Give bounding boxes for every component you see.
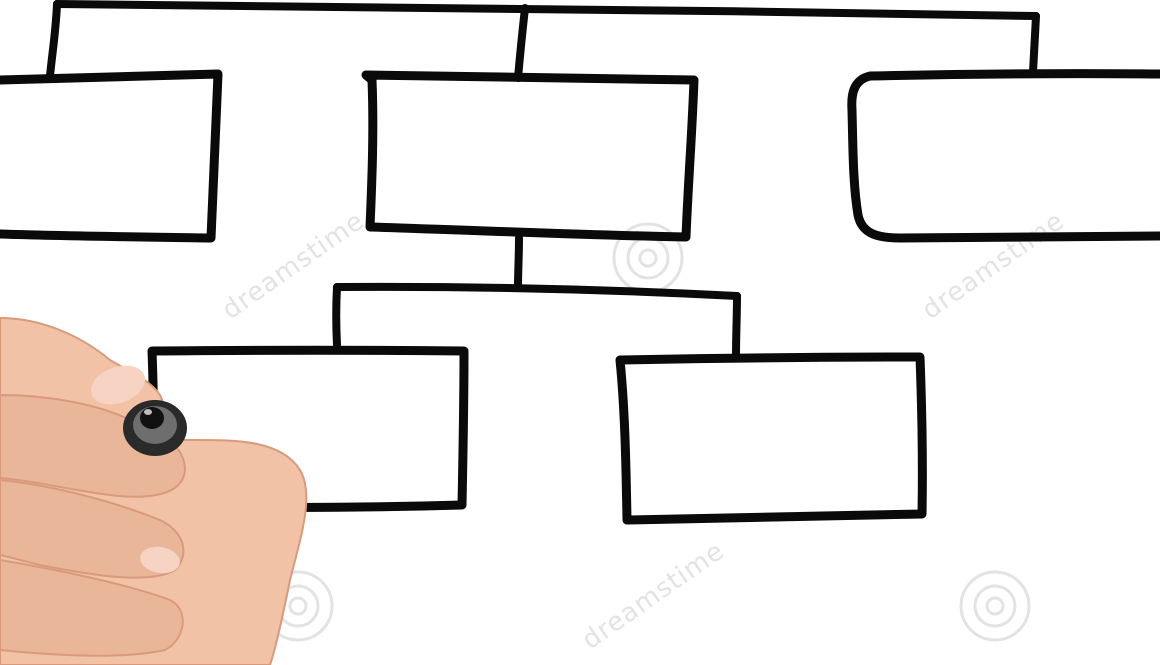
connectors <box>46 0 1040 360</box>
connector-top-bar <box>53 0 1040 20</box>
box-top-right <box>847 69 1160 243</box>
finger-nail <box>140 546 180 574</box>
hand-finger-ring <box>0 558 184 657</box>
connector-to-top-center <box>514 4 529 82</box>
watermark-spiral-logo <box>959 570 1031 642</box>
connector-center-down <box>514 234 523 291</box>
connector-second-bar <box>333 282 741 300</box>
watermark-text: dreamstime <box>917 206 1070 326</box>
thumb-nail <box>90 365 146 405</box>
marker-highlight <box>144 409 152 415</box>
connector-to-bottom-right <box>732 292 741 360</box>
box-top-left <box>0 69 223 243</box>
connector-to-top-left <box>46 0 61 80</box>
connector-to-top-right <box>1029 12 1040 76</box>
watermark-text: dreamstime <box>217 206 370 326</box>
hand-holding-marker <box>0 316 308 665</box>
box-bottom-right <box>615 352 927 525</box>
marker-pen <box>123 400 187 456</box>
marker-tip <box>140 407 164 429</box>
connector-to-bottom-left <box>332 283 341 349</box>
watermark-text: dreamstime <box>577 536 730 656</box>
org-boxes <box>0 69 1160 525</box>
hand-finger-index <box>0 393 187 498</box>
box-top-center <box>361 70 699 242</box>
